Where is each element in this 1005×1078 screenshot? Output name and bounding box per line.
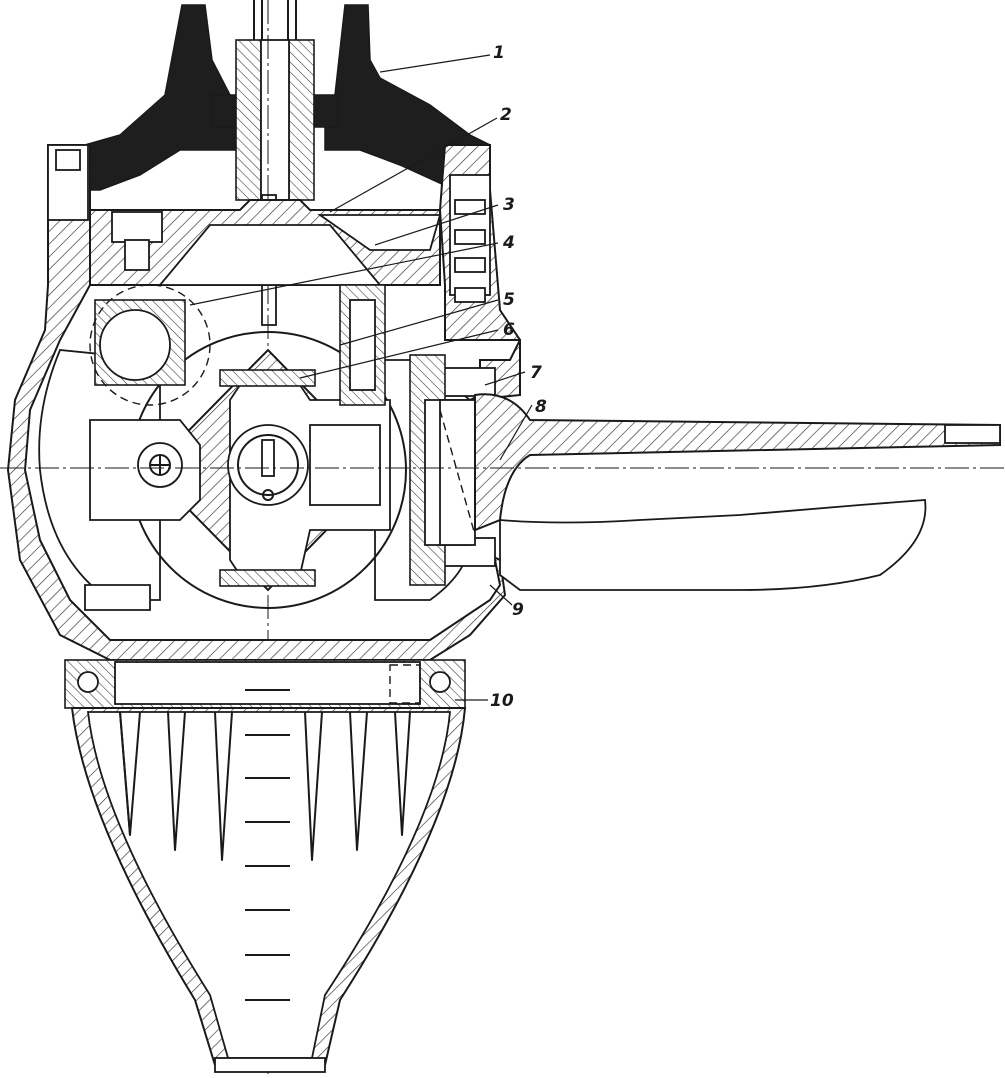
crosshead-block bbox=[129, 284, 407, 609]
spinner-centerline-dashes bbox=[245, 689, 290, 1001]
callout-1: 1 bbox=[493, 43, 505, 63]
callout-4: 4 bbox=[502, 233, 515, 253]
callout-8: 8 bbox=[535, 397, 547, 417]
callout-10: 10 bbox=[490, 691, 514, 711]
callout-7: 7 bbox=[530, 363, 542, 383]
propeller-blade bbox=[0, 393, 1005, 591]
callout-5: 5 bbox=[503, 290, 515, 310]
callout-9: 9 bbox=[512, 600, 524, 620]
callout-6: 6 bbox=[503, 320, 515, 340]
left-pin-assembly bbox=[84, 284, 211, 611]
callout-labels: 1 2 3 4 5 6 7 8 9 10 bbox=[490, 43, 547, 711]
callout-3: 3 bbox=[503, 195, 515, 215]
spinner-ribs bbox=[119, 711, 411, 861]
callout-2: 2 bbox=[500, 105, 512, 125]
lower-ring bbox=[64, 659, 466, 709]
mounting-flange bbox=[84, 4, 491, 191]
upper-cover-plate bbox=[89, 199, 442, 286]
leader-lines bbox=[189, 54, 533, 701]
spinner-cone bbox=[70, 689, 467, 1073]
